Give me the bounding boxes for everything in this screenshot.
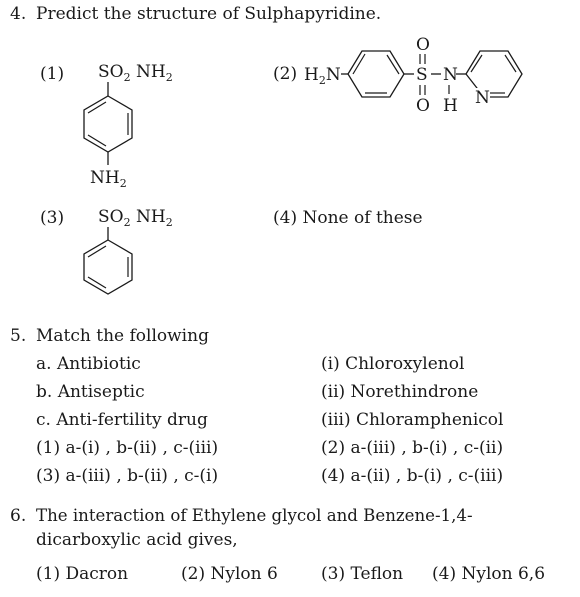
q5-right-item-ii: (ii) Norethindrone xyxy=(321,382,479,402)
q5-option-3: (3) a-(iii) , b-(ii) , c-(i) xyxy=(36,466,219,486)
q4-option-3-label: (3) xyxy=(40,208,65,228)
q4-option-2-label: (2) xyxy=(273,64,298,84)
svg-text:O: O xyxy=(416,96,430,116)
svg-text:H: H xyxy=(443,96,458,116)
svg-text:H2N: H2N xyxy=(304,65,341,87)
q4-option-1-structure: SO2 NH2 NH2 xyxy=(83,62,173,190)
q5-option-1: (1) a-(i) , b-(ii) , c-(iii) xyxy=(36,438,219,458)
question-6-line-1: The interaction of Ethylene glycol and B… xyxy=(36,506,473,525)
question-4-text: Predict the structure of Sulphapyridine. xyxy=(36,4,382,24)
svg-text:SO2 NH2: SO2 NH2 xyxy=(98,62,173,84)
q5-left-item-a: a. Antibiotic xyxy=(36,354,141,374)
q5-option-4: (4) a-(ii) , b-(i) , c-(iii) xyxy=(321,466,504,486)
question-5-number: 5. xyxy=(10,326,27,346)
svg-text:N: N xyxy=(443,65,458,85)
question-6-number: 6. xyxy=(10,506,27,526)
q5-right-item-iii: (iii) Chloramphenicol xyxy=(321,410,504,430)
svg-text:O: O xyxy=(416,35,430,55)
q5-right-item-i: (i) Chloroxylenol xyxy=(321,354,465,374)
question-5-text: Match the following xyxy=(36,326,209,346)
svg-text:NH2: NH2 xyxy=(90,168,127,190)
svg-text:N: N xyxy=(475,88,490,108)
svg-text:SO2 NH2: SO2 NH2 xyxy=(98,207,173,229)
q5-option-2: (2) a-(iii) , b-(i) , c-(ii) xyxy=(321,438,504,458)
q6-option-2: (2) Nylon 6 xyxy=(181,564,278,584)
svg-text:S: S xyxy=(416,65,428,85)
q4-option-4: (4) None of these xyxy=(273,208,423,228)
q5-left-item-b: b. Antiseptic xyxy=(36,382,145,402)
q6-option-4: (4) Nylon 6,6 xyxy=(432,564,546,584)
q6-option-1: (1) Dacron xyxy=(36,564,129,584)
q6-option-3: (3) Teflon xyxy=(321,564,404,584)
q5-left-item-c: c. Anti-fertility drug xyxy=(36,410,208,430)
question-6-line-2: dicarboxylic acid gives, xyxy=(36,530,238,550)
q4-option-2-structure: H2N O S O N H N xyxy=(304,35,523,116)
q4-option-3-structure: SO2 NH2 xyxy=(83,207,173,295)
q4-option-1-label: (1) xyxy=(40,64,65,84)
question-4-number: 4. xyxy=(10,4,27,24)
